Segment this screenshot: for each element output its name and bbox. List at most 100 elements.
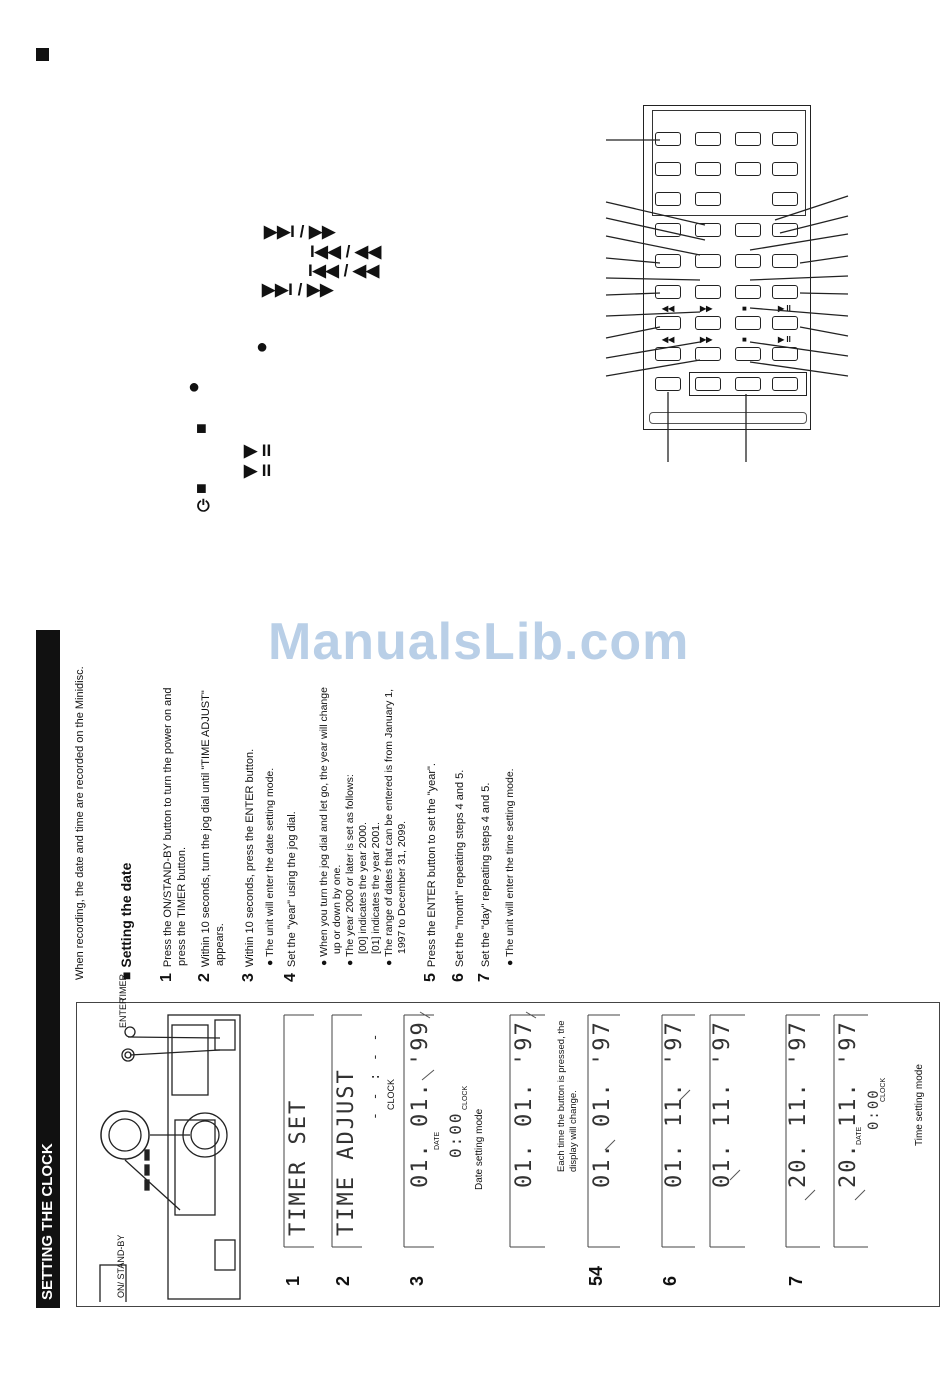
remote-button <box>655 254 681 268</box>
bullet-icon: ● <box>344 956 356 966</box>
year-note-3: The year 2000 or later is set as follows… <box>344 774 356 957</box>
remote-button <box>735 254 761 268</box>
remote-button <box>735 132 761 146</box>
lcd-step7-a: 20. 11. '97 <box>786 1020 811 1188</box>
remote-stop-label-2: ■ <box>742 335 747 344</box>
remote-bottom-group <box>689 372 807 396</box>
year-note-2: up or down by one. <box>331 864 343 954</box>
remote-button <box>772 223 798 237</box>
play-pause-icon: ▶ II <box>244 441 272 460</box>
step-3: 3Within 10 seconds, press the ENTER butt… <box>240 749 257 982</box>
lcd-step54-b: 01. 01. '97 <box>590 1020 615 1188</box>
year-note-7: 1997 to December 31, 2099. <box>396 820 408 954</box>
remote-ff-label: ▶▶ <box>700 304 713 313</box>
stop-icon: ■ <box>196 418 207 438</box>
lcd-step7-clock: CLOCK <box>880 1077 887 1102</box>
bullet-time-mode: ● The unit will enter the time setting m… <box>504 768 517 966</box>
lcd-step6-b: 01. 11. '97 <box>710 1020 735 1188</box>
remote-button <box>695 132 721 146</box>
remote-button <box>772 377 798 391</box>
step-1-line-2: press the TIMER button. <box>176 846 188 966</box>
remote-stop-label: ■ <box>742 304 747 313</box>
year-note-1: When you turn the jog dial and let go, t… <box>318 687 330 957</box>
lcd-frames <box>283 1011 868 1248</box>
step-7-number: 7 <box>476 973 493 982</box>
year-note-4: [00] indicates the year 2000. <box>357 822 369 954</box>
lcd-step3-caption: Date setting mode <box>474 1108 485 1190</box>
remote-button <box>735 285 761 299</box>
diagram-box <box>76 1002 940 1307</box>
remote-top-panel <box>652 110 806 216</box>
remote-button <box>695 223 721 237</box>
bullet-date-mode-text: The unit will enter the date setting mod… <box>264 767 276 957</box>
remote-button <box>735 347 761 361</box>
remote-leader-lines <box>605 139 849 462</box>
step-7-line-1: Set the "day" repeating steps 4 and 5. <box>480 782 492 968</box>
bullet-icon: ● <box>383 956 395 966</box>
step-5: 5Press the ENTER button to set the "year… <box>422 763 439 982</box>
lcd-step2-clock: CLOCK <box>386 1078 396 1110</box>
corner-marker <box>36 48 49 61</box>
record-icon: ● <box>256 336 269 358</box>
remote-button <box>772 285 798 299</box>
section-title: SETTING THE CLOCK <box>39 1143 56 1300</box>
step-1-line-1: Press the ON/STAND-BY button to turn the… <box>162 687 174 968</box>
remote-button <box>735 223 761 237</box>
diagram-step-7: 7 <box>786 1275 806 1286</box>
next-skip-icon-2: ▶▶I / ▶▶ <box>262 280 334 299</box>
watermark: ManualsLib.com <box>268 613 690 671</box>
diagram-step-54: 54 <box>586 1265 606 1286</box>
deck-timer-label: TIMER <box>118 974 128 1002</box>
bullet-date-mode: ● The unit will enter the date setting m… <box>264 768 277 966</box>
bullet-year-notes: ● When you turn the jog dial and let go,… <box>318 687 409 966</box>
setting-date-heading: ■ Setting the date <box>118 863 134 980</box>
lcd-step3-clock: CLOCK <box>462 1085 469 1110</box>
lcd-step1: TIMER SET <box>286 1098 311 1236</box>
remote-slot <box>649 412 807 424</box>
stop-icon-2: ■ <box>196 478 207 498</box>
bullet-icon: ● <box>264 956 276 966</box>
bullet-icon: ● <box>318 956 330 966</box>
lcd-step7-b: 20. 11. '97 <box>836 1020 861 1188</box>
remote-button <box>772 192 798 206</box>
step-4: 4Set the "year" using the jog dial. <box>282 811 299 982</box>
prev-skip-icon: I◀◀ / ◀◀ <box>310 242 382 261</box>
diagram-step-6: 6 <box>660 1275 680 1286</box>
lcd-step3-sub: 0:00 <box>446 1111 465 1158</box>
remote-button <box>695 285 721 299</box>
remote-button <box>655 132 681 146</box>
remote-button <box>655 162 681 176</box>
lcd-step54-a: 01. 01. '97 <box>512 1020 537 1188</box>
diagram-step-2: 2 <box>333 1275 353 1286</box>
remote-button <box>655 377 681 391</box>
step-3-number: 3 <box>240 973 257 982</box>
remote-button <box>695 347 721 361</box>
remote-button <box>735 162 761 176</box>
remote-button <box>695 316 721 330</box>
remote-play-label-2: ▶ II <box>778 335 791 344</box>
step-2-line-1: Within 10 seconds, turn the jog dial unt… <box>200 690 212 968</box>
lcd-step2-sub: - - : - - <box>368 1031 383 1120</box>
step-6: 6Set the "month" repeating steps 4 and 5… <box>450 770 467 982</box>
step-1: 1Press the ON/STAND-BY button to turn th… <box>158 687 189 982</box>
remote-button <box>695 192 721 206</box>
play-pause-icon-2: ▶ II <box>244 461 272 480</box>
remote-button <box>695 162 721 176</box>
step-2-number: 2 <box>196 973 213 982</box>
lcd-step3: 01. 01. '99 <box>408 1020 433 1188</box>
next-skip-icon: ▶▶I / ▶▶ <box>264 222 336 241</box>
remote-button <box>695 254 721 268</box>
deck-enter-label: ENTER <box>118 997 128 1028</box>
remote-play-label: ▶ II <box>778 304 791 313</box>
record-icon-2: ● <box>188 376 201 398</box>
remote-button <box>772 316 798 330</box>
remote-button <box>772 254 798 268</box>
step-6-number: 6 <box>450 973 467 982</box>
remote-button <box>655 192 681 206</box>
lcd-step2: TIME ADJUST <box>334 1068 359 1236</box>
prev-skip-icon-2: I◀◀ / ◀◀ <box>308 261 380 280</box>
lcd-step3-date: DATE <box>434 1131 441 1150</box>
intro-text: When recording, the date and time are re… <box>74 666 86 980</box>
step-4-number: 4 <box>282 973 299 982</box>
bullet-time-mode-text: The unit will enter the time setting mod… <box>504 768 516 957</box>
